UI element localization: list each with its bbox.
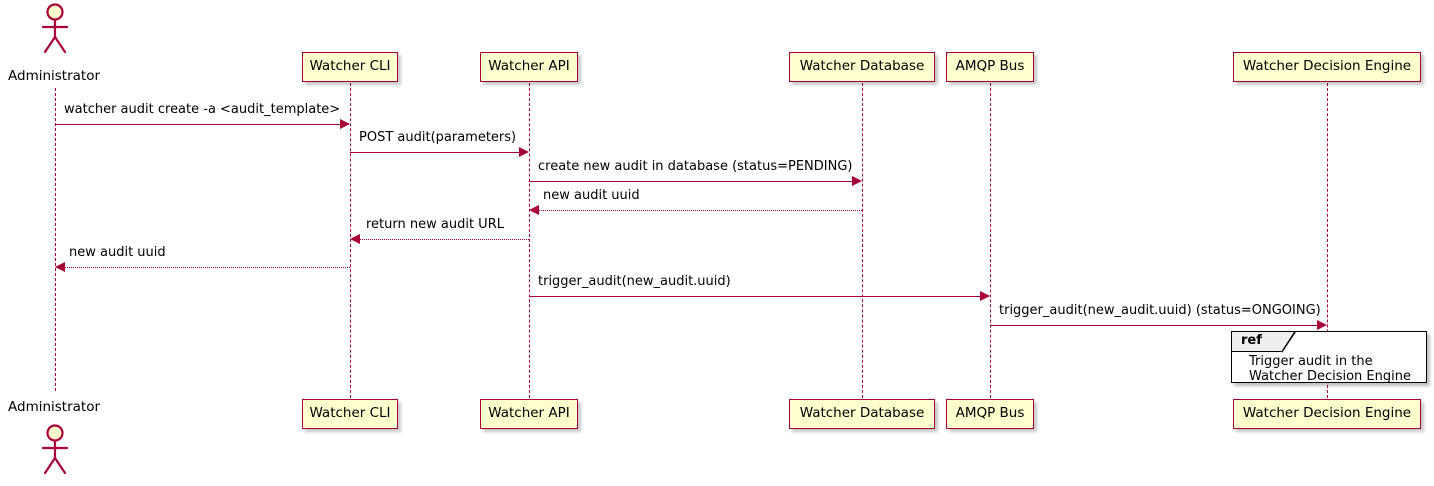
message-label-3: create new audit in database (status=PEN… bbox=[538, 159, 853, 174]
message-arrowhead-5 bbox=[350, 234, 360, 244]
message-arrowhead-8 bbox=[1317, 320, 1327, 330]
ref-fragment[interactable]: ref Trigger audit in the Watcher Decisio… bbox=[1231, 331, 1427, 384]
actor-administrator-top bbox=[33, 3, 77, 54]
message-label-2: POST audit(parameters) bbox=[359, 130, 517, 145]
message-arrowhead-4 bbox=[529, 205, 539, 215]
ref-keyword-tab: ref bbox=[1232, 332, 1282, 352]
message-label-1: watcher audit create -a <audit_template> bbox=[64, 102, 341, 117]
ref-body-line-2: Watcher Decision Engine bbox=[1249, 369, 1411, 384]
message-line-7 bbox=[529, 296, 981, 297]
message-arrowhead-7 bbox=[980, 291, 990, 301]
message-line-4 bbox=[539, 210, 862, 211]
lifeline-watcher-db bbox=[862, 83, 863, 398]
lifeline-amqp-bus bbox=[990, 83, 991, 398]
message-label-7: trigger_audit(new_audit.uuid) bbox=[538, 274, 731, 289]
lifeline-decision-engine bbox=[1327, 83, 1328, 398]
ref-body-line-1: Trigger audit in the bbox=[1249, 354, 1373, 369]
participant-box-watcher-db-bottom[interactable]: Watcher Database bbox=[789, 399, 935, 429]
message-label-6: new audit uuid bbox=[69, 245, 166, 260]
message-line-3 bbox=[529, 181, 853, 182]
actor-administrator-bottom bbox=[33, 424, 77, 475]
message-line-1 bbox=[55, 124, 341, 125]
message-line-6 bbox=[65, 267, 350, 268]
participant-box-watcher-db-top[interactable]: Watcher Database bbox=[789, 52, 935, 82]
message-label-8: trigger_audit(new_audit.uuid) (status=ON… bbox=[999, 303, 1321, 318]
message-arrowhead-2 bbox=[519, 147, 529, 157]
message-label-4: new audit uuid bbox=[543, 188, 640, 203]
actor-label-administrator-top: Administrator bbox=[8, 68, 101, 84]
participant-box-amqp-bus-bottom[interactable]: AMQP Bus bbox=[946, 399, 1034, 429]
participant-box-watcher-cli-bottom[interactable]: Watcher CLI bbox=[302, 399, 398, 429]
message-line-8 bbox=[990, 325, 1318, 326]
actor-label-administrator-bottom: Administrator bbox=[8, 399, 101, 415]
participant-box-watcher-cli-top[interactable]: Watcher CLI bbox=[302, 52, 398, 82]
message-line-2 bbox=[350, 152, 520, 153]
participant-box-amqp-bus-top[interactable]: AMQP Bus bbox=[946, 52, 1034, 82]
message-arrowhead-1 bbox=[340, 119, 350, 129]
message-label-5: return new audit URL bbox=[366, 217, 504, 232]
message-arrowhead-6 bbox=[55, 262, 65, 272]
participant-box-watcher-api-bottom[interactable]: Watcher API bbox=[480, 399, 578, 429]
ref-tab-fold bbox=[1281, 332, 1294, 352]
message-arrowhead-3 bbox=[852, 176, 862, 186]
message-line-5 bbox=[360, 239, 529, 240]
lifeline-administrator bbox=[55, 88, 56, 391]
participant-box-watcher-api-top[interactable]: Watcher API bbox=[480, 52, 578, 82]
participant-box-decision-engine-bottom[interactable]: Watcher Decision Engine bbox=[1233, 399, 1421, 429]
lifeline-watcher-api bbox=[529, 83, 530, 398]
participant-box-decision-engine-top[interactable]: Watcher Decision Engine bbox=[1233, 52, 1421, 82]
